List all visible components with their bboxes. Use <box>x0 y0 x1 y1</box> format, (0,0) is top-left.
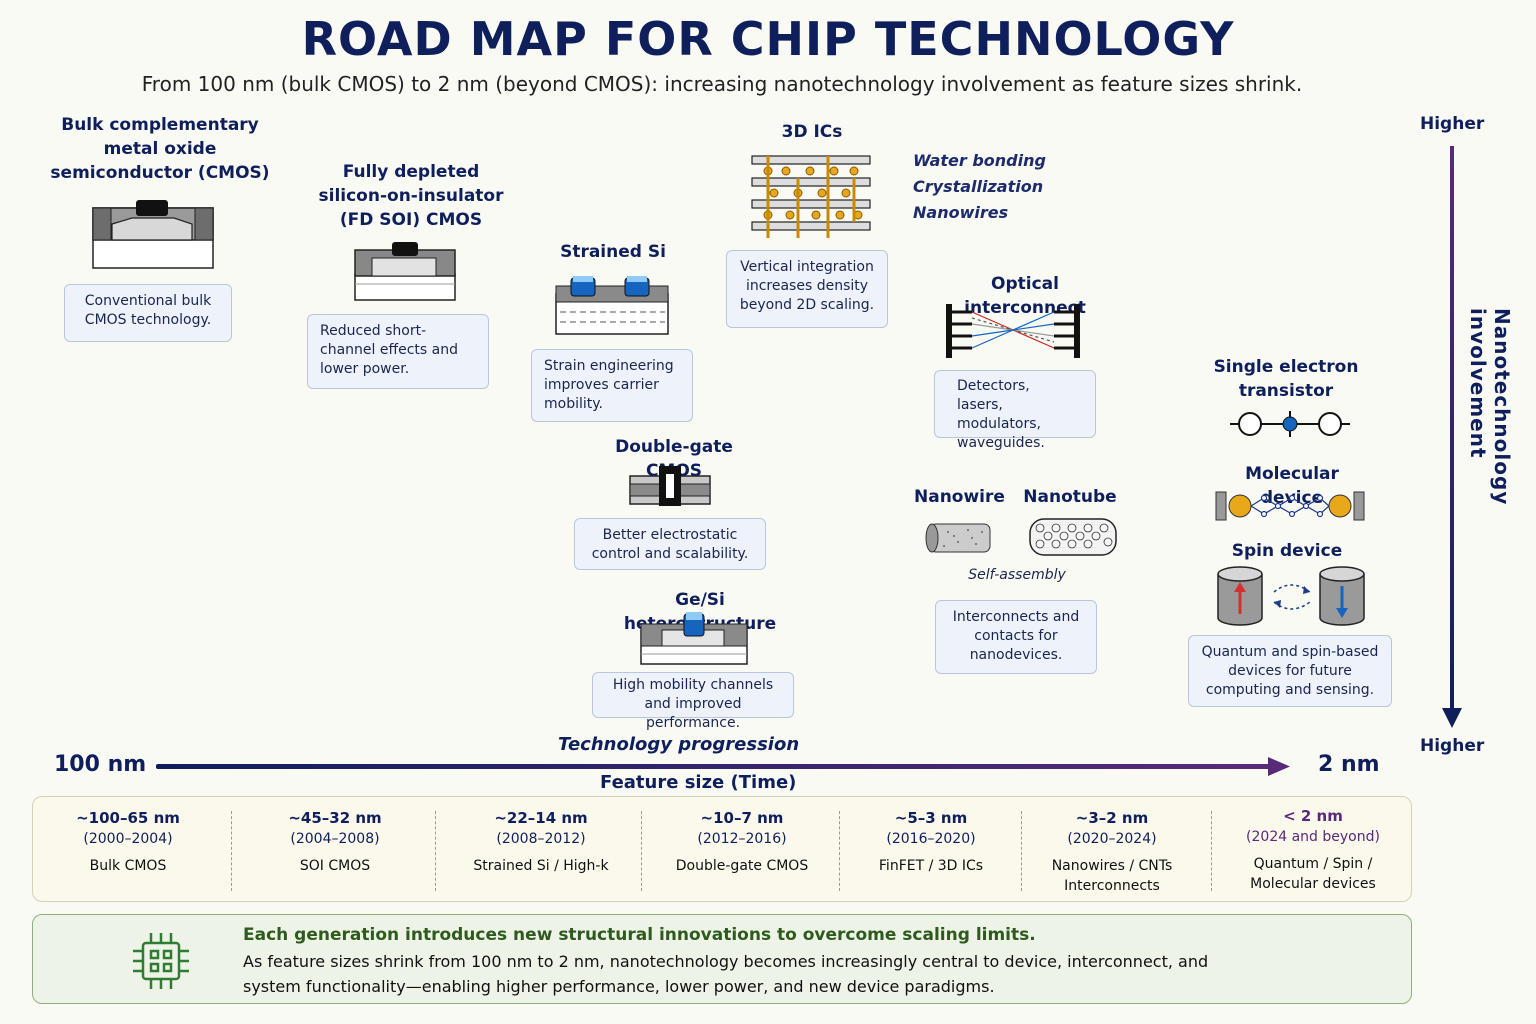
technique-item: Nanowires <box>913 203 1009 222</box>
optical-description: Detectors, lasers, modulators, waveguide… <box>934 370 1096 451</box>
timeline-size: ~100–65 nm <box>76 809 180 827</box>
timeline-divider <box>1021 811 1022 891</box>
timeline-technology: Double-gate CMOS <box>675 858 809 874</box>
timeline-column: ~3–2 nm (2020–2024) Nanowires / CNTs Int… <box>1029 807 1195 896</box>
timeline-column: ~10–7 nm (2012–2016) Double-gate CMOS <box>647 807 837 876</box>
3d-ics-icon <box>751 155 871 238</box>
3d-ics-techniques: Water bonding Crystallization Nanowires <box>913 148 1063 226</box>
self-assembly-label: Self-assembly <box>968 567 1066 583</box>
timeline-column: ~5–3 nm (2016–2020) FinFET / 3D ICs <box>847 807 1015 876</box>
timeline-divider <box>839 811 840 891</box>
strained-si-heading: Strained Si <box>560 242 666 262</box>
summary-body: As feature sizes shrink from 100 nm to 2… <box>243 952 1209 996</box>
timeline-years: (2008–2012) <box>496 831 586 847</box>
vertical-axis-top-label: Higher <box>1420 114 1485 134</box>
summary-panel: Each generation introduces new structura… <box>32 914 1412 1004</box>
bulk-cmos-icon <box>92 200 214 269</box>
timeline-column: < 2 nm (2024 and beyond) Quantum / Spin … <box>1223 805 1403 894</box>
timeline-divider <box>641 811 642 891</box>
chip-icon <box>133 933 189 989</box>
nanowire-heading: Nanowire <box>914 487 1005 507</box>
nanotube-heading: Nanotube <box>1023 487 1117 507</box>
timeline-technology: Bulk CMOS <box>89 858 167 874</box>
axis-end-label: 2 nm <box>1318 752 1380 777</box>
optical-interconnect-icon <box>946 304 1080 358</box>
bulk-cmos-heading: Bulk complementary metal oxide semicondu… <box>50 115 270 183</box>
timeline-technology: SOI CMOS <box>299 858 371 874</box>
timeline-technology: Nanowires / CNTs Interconnects <box>1051 858 1173 894</box>
horizontal-axis-arrow <box>156 757 1290 776</box>
timeline-years: (2004–2008) <box>290 831 380 847</box>
self-assembly-description: Interconnects and contacts for nanodevic… <box>935 600 1097 674</box>
set-heading: Single electron transistor <box>1213 357 1359 401</box>
timeline-technology: Strained Si / High-k <box>473 858 609 874</box>
bulk-cmos-description: Conventional bulk CMOS technology. <box>64 284 232 342</box>
vertical-axis-bottom-label: Higher <box>1420 736 1485 756</box>
page-title: ROAD MAP FOR CHIP TECHNOLOGY <box>301 12 1235 66</box>
page-subtitle: From 100 nm (bulk CMOS) to 2 nm (beyond … <box>141 72 1303 96</box>
timeline-size: ~3–2 nm <box>1075 809 1149 827</box>
timeline-divider <box>1211 811 1212 891</box>
timeline-panel: ~100–65 nm (2000–2004) Bulk CMOS ~45–32 … <box>32 796 1412 902</box>
strained-si-description: Strain engineering improves carrier mobi… <box>531 349 693 422</box>
3d-ics-description: Vertical integration increases density b… <box>726 250 888 328</box>
technique-item: Water bonding <box>913 151 1046 170</box>
timeline-column: ~22–14 nm (2008–2012) Strained Si / High… <box>443 807 639 876</box>
timeline-size: ~5–3 nm <box>894 809 968 827</box>
timeline-years: (2020–2024) <box>1067 831 1157 847</box>
horizontal-axis-caption: Technology progression <box>558 734 800 755</box>
molecular-device-icon <box>1215 491 1365 521</box>
gesi-icon <box>640 612 748 665</box>
3d-ics-heading: 3D ICs <box>781 122 843 142</box>
timeline-years: (2012–2016) <box>697 831 787 847</box>
axis-start-label: 100 nm <box>54 752 147 777</box>
double-gate-description: Better electrostatic control and scalabi… <box>574 518 766 570</box>
spin-device-description: Quantum and spin-based devices for futur… <box>1188 635 1392 707</box>
timeline-size: ~22–14 nm <box>494 809 588 827</box>
horizontal-axis-label: Feature size (Time) <box>600 772 797 793</box>
vertical-axis-arrow <box>1442 146 1462 728</box>
single-electron-transistor-icon <box>1230 411 1350 437</box>
timeline-size: < 2 nm <box>1283 807 1343 825</box>
spin-device-heading: Spin device <box>1231 541 1343 561</box>
timeline-technology: FinFET / 3D ICs <box>878 858 984 874</box>
vertical-axis-label: Nanotechnology involvement <box>1466 308 1514 506</box>
spin-device-icon <box>1217 566 1365 626</box>
nanotube-icon <box>1029 518 1117 556</box>
fdsoi-icon <box>354 242 456 301</box>
fdsoi-heading: Fully depleted silicon-on-insulator (FD … <box>318 162 504 230</box>
timeline-divider <box>231 811 232 891</box>
timeline-column: ~45–32 nm (2004–2008) SOI CMOS <box>245 807 425 876</box>
fdsoi-description: Reduced short-channel effects and lower … <box>307 314 489 389</box>
gesi-description: High mobility channels and improved perf… <box>592 672 794 731</box>
technique-item: Crystallization <box>913 177 1044 196</box>
timeline-column: ~100–65 nm (2000–2004) Bulk CMOS <box>43 807 213 876</box>
nanowire-icon <box>925 523 991 553</box>
strained-si-icon <box>555 276 669 335</box>
timeline-years: (2016–2020) <box>886 831 976 847</box>
timeline-divider <box>435 811 436 891</box>
timeline-years: (2024 and beyond) <box>1246 829 1380 845</box>
summary-heading: Each generation introduces new structura… <box>243 925 1036 945</box>
timeline-years: (2000–2004) <box>83 831 173 847</box>
timeline-technology: Quantum / Spin / Molecular devices <box>1250 856 1376 892</box>
timeline-size: ~45–32 nm <box>288 809 382 827</box>
double-gate-icon <box>629 466 711 506</box>
timeline-size: ~10–7 nm <box>700 809 784 827</box>
